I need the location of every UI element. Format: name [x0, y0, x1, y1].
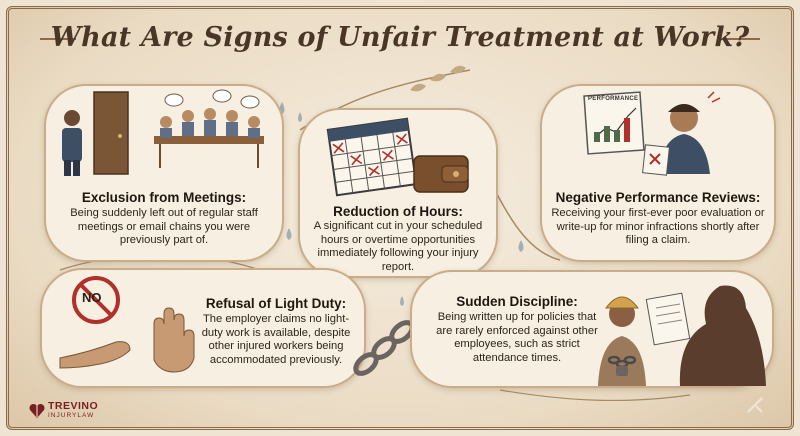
- logo-sub: INJURYLAW: [48, 412, 95, 419]
- title-ornament-left: [40, 38, 76, 40]
- card-body-reviews: Receiving your first-ever poor evaluatio…: [551, 207, 765, 246]
- card-title-discipline: Sudden Discipline:: [456, 294, 578, 309]
- page-title: What Are Signs of Unfair Treatment at Wo…: [50, 22, 750, 53]
- calendar-wallet-illustration: [326, 117, 469, 197]
- title-ornament-right: [724, 38, 760, 40]
- no-sign-text: NO: [82, 290, 102, 305]
- trevino-logo: TREVINO INJURYLAW: [28, 396, 128, 426]
- performance-chart-label: PERFORMANCE: [588, 96, 639, 102]
- meeting-illustration: [62, 89, 264, 176]
- refusal-illustration: [59, 276, 195, 373]
- card-body-exclusion: Being suddenly left out of regular staff…: [70, 207, 258, 246]
- card-body-discipline: Being written up for policies that are r…: [436, 311, 598, 364]
- heart-scale-icon: [29, 403, 45, 418]
- logo-name: TREVINO: [48, 400, 99, 412]
- card-refusal-light-duty: [40, 268, 366, 388]
- card-title-light-duty: Refusal of Light Duty:: [205, 296, 347, 311]
- discipline-illustration: [598, 285, 766, 386]
- card-body-light-duty: The employer claims no light-duty work i…: [201, 313, 351, 366]
- performance-illustration: [583, 91, 721, 176]
- card-title-reviews: Negative Performance Reviews:: [555, 190, 761, 205]
- card-body-reduction: A significant cut in your scheduled hour…: [313, 220, 483, 273]
- card-exclusion-meetings: [44, 84, 284, 262]
- card-title-reduction: Reduction of Hours:: [333, 204, 463, 219]
- card-title-exclusion: Exclusion from Meetings:: [81, 190, 247, 205]
